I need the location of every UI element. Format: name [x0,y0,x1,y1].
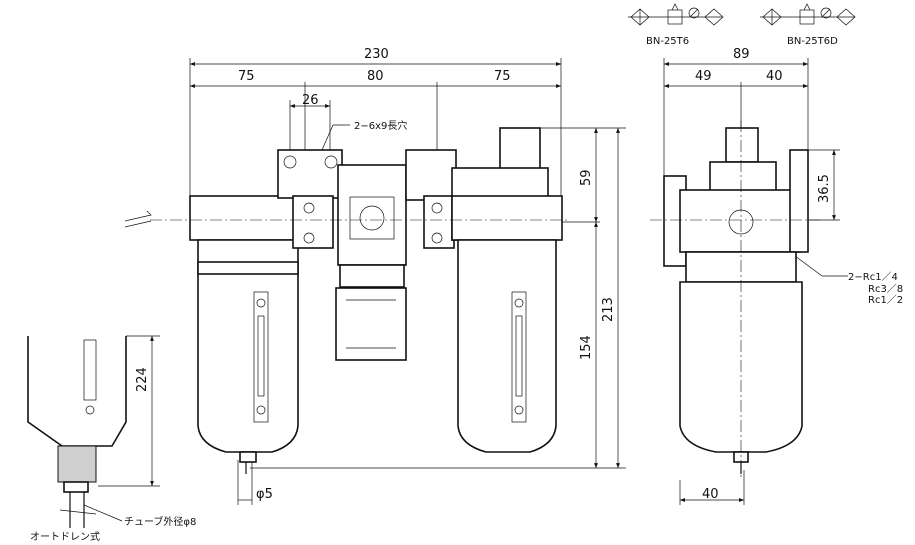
drain-type-label: オートドレン式 [30,530,100,543]
dim-overall-width: 230 [364,47,389,62]
drain-tube-note: チューブ外径φ8 [124,515,196,528]
dim-drain-tube: φ5 [256,487,273,502]
symbol-label-2: BN-25T6D [787,36,838,47]
dim-drain-height: 224 [135,367,150,392]
port-note-1: 2−Rc1／4 [848,271,898,283]
dim-right-depth: 40 [766,69,783,84]
dim-bottom-width: 40 [702,487,719,502]
pneumatic-symbol-1 [628,3,724,26]
dim-mount-pitch: 26 [302,93,319,108]
symbol-label-1: BN-25T6 [646,36,689,47]
side-view-unit [650,120,820,480]
dim-left-section: 75 [238,69,255,84]
port-note-3: Rc1／2 [868,294,903,306]
dim-middle-section: 80 [367,69,384,84]
dim-overall-depth: 89 [733,47,750,62]
dim-port-to-bottom: 154 [579,335,594,360]
port-note-2: Rc3／8 [868,283,903,295]
mount-slot-note: 2−6x9長穴 [354,119,407,132]
dim-bracket-height: 36.5 [817,174,832,203]
pneumatic-symbol-2 [760,3,856,26]
dim-left-depth: 49 [695,69,712,84]
dim-top-to-port: 59 [579,169,594,186]
dim-overall-height: 213 [601,297,616,322]
flow-arrow-icon [124,210,152,228]
dim-right-section: 75 [494,69,511,84]
front-dimension-lines [189,58,626,505]
drain-detail [27,335,160,528]
front-view-unit [150,127,570,474]
